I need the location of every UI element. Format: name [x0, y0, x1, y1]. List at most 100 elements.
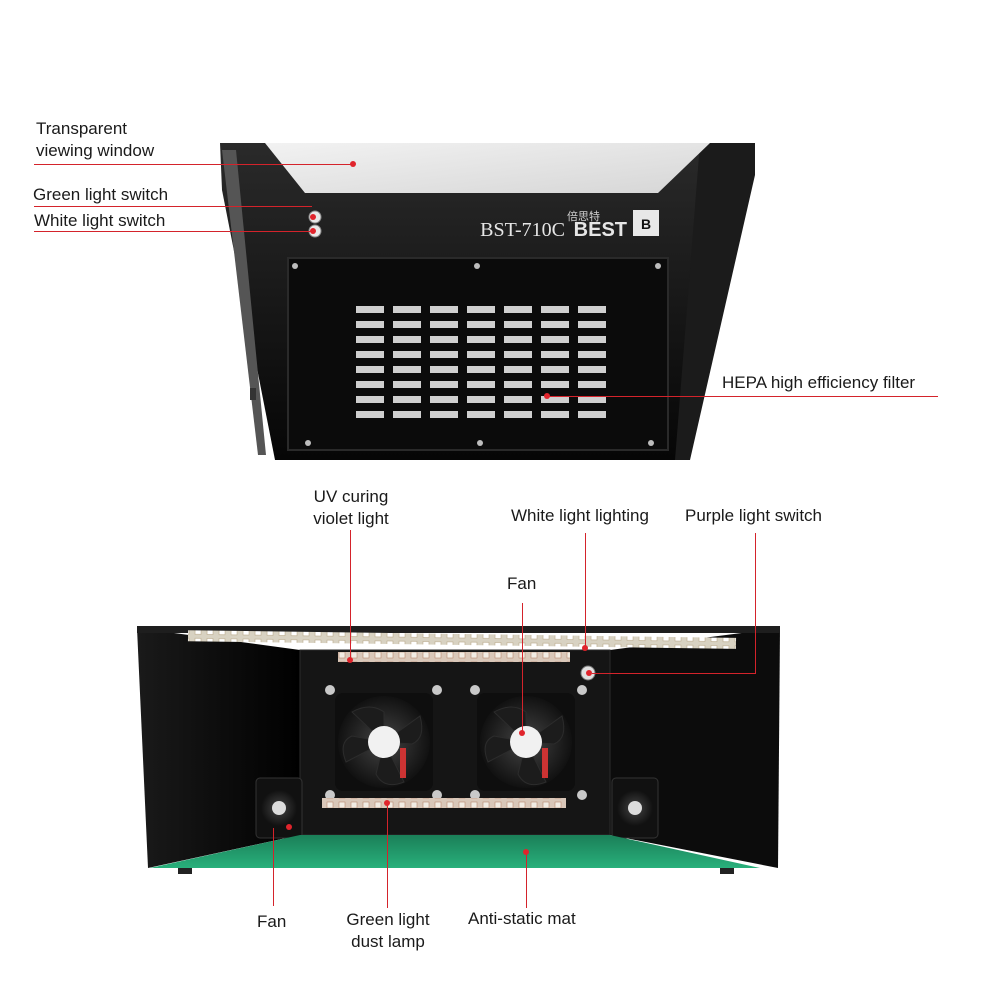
callout-dot-fan-top — [519, 730, 525, 736]
viewing-window — [265, 143, 710, 193]
uv-led-strip — [338, 652, 570, 662]
vent-slot — [541, 411, 569, 418]
vent-slot — [467, 381, 495, 388]
vent-slot — [467, 366, 495, 373]
vent-slot — [504, 366, 532, 373]
callout-line-white-switch — [34, 231, 312, 232]
callout-dot-green-switch — [310, 214, 316, 220]
callout-dot-white-lighting — [582, 645, 588, 651]
vent-slot — [356, 321, 384, 328]
vent-slot — [430, 411, 458, 418]
callout-line-fan-top — [522, 603, 523, 733]
side-fan-left — [255, 777, 303, 839]
vent-slot — [356, 351, 384, 358]
vent-slot — [504, 396, 532, 403]
callout-line-hepa — [548, 396, 938, 397]
vent-slot — [430, 306, 458, 313]
vent-slot — [504, 321, 532, 328]
vent-slot — [578, 336, 606, 343]
label-purple-switch: Purple light switch — [685, 506, 823, 525]
vent-slot — [578, 351, 606, 358]
vent-slot — [578, 381, 606, 388]
vent-slot — [578, 396, 606, 403]
callout-dot-mat — [523, 849, 529, 855]
label-fan-left: Fan — [257, 912, 287, 931]
label-green-lamp-line2: dust lamp — [351, 932, 425, 951]
label-uv-light-line1: UV curing — [313, 487, 389, 506]
vent-slot — [541, 366, 569, 373]
vent-slot — [504, 336, 532, 343]
callout-dot-window — [350, 161, 356, 167]
callout-line-purple-h — [592, 673, 756, 674]
vent-slot — [467, 396, 495, 403]
callout-dot-white-switch — [310, 228, 316, 234]
vent-slot — [393, 396, 421, 403]
green-dust-lamp — [322, 798, 566, 808]
vent-slot — [504, 351, 532, 358]
vent-slot — [467, 306, 495, 313]
label-transparent-window: Transparent viewing window — [36, 118, 154, 162]
back-screws — [325, 685, 587, 800]
label-anti-static-mat: Anti-static mat — [468, 909, 576, 928]
callout-line-window — [34, 164, 352, 165]
main-fan-right — [477, 693, 575, 791]
label-hepa-filter: HEPA high efficiency filter — [722, 373, 916, 392]
label-green-lamp-line1: Green light — [346, 910, 430, 929]
vent-slot — [541, 396, 569, 403]
callout-line-white-lighting — [585, 533, 586, 648]
vent-slot — [393, 336, 421, 343]
brand-text: BEST — [574, 219, 627, 241]
label-white-lighting: White light lighting — [511, 506, 649, 525]
callout-dot-uv — [347, 657, 353, 663]
vent-slot — [430, 381, 458, 388]
callout-line-mat — [526, 852, 527, 908]
vent-slot — [467, 321, 495, 328]
vent-slot — [430, 396, 458, 403]
white-led-strip — [187, 630, 737, 649]
label-white-switch: White light switch — [34, 211, 166, 230]
callout-line-purple-v — [755, 533, 756, 673]
anti-static-mat — [150, 835, 760, 868]
callout-dot-purple — [586, 670, 592, 676]
label-transparent-window-line1: Transparent — [36, 119, 128, 138]
vent-slot — [393, 321, 421, 328]
side-fan-right — [611, 777, 659, 839]
top-unit: B BEST BST-710C 倍思特 — [220, 143, 755, 460]
label-uv-light: UV curing violet light — [296, 486, 406, 530]
vent-slot — [356, 336, 384, 343]
callout-dot-green-lamp — [384, 800, 390, 806]
label-green-switch: Green light switch — [33, 185, 169, 204]
vent-slot — [578, 306, 606, 313]
vent-slot — [430, 336, 458, 343]
bottom-unit — [137, 626, 780, 874]
vent-slot — [541, 381, 569, 388]
brand-logo: B — [633, 210, 659, 236]
vent-slot — [504, 381, 532, 388]
vent-slot — [430, 366, 458, 373]
callout-dot-hepa — [544, 393, 550, 399]
vent-slot — [393, 411, 421, 418]
vent-slot — [467, 351, 495, 358]
vent-slot — [578, 321, 606, 328]
callout-line-uv — [350, 530, 351, 660]
vent-slot — [504, 306, 532, 313]
callout-dot-fan-left — [286, 824, 292, 830]
vent-slot — [393, 306, 421, 313]
model-text: BST-710C — [480, 219, 565, 241]
vent-slot — [393, 351, 421, 358]
brand-cn-text: 倍思特 — [567, 209, 600, 223]
label-green-lamp: Green light dust lamp — [332, 909, 444, 953]
vent-slot — [393, 381, 421, 388]
vent-slot — [541, 336, 569, 343]
vent-slot — [356, 411, 384, 418]
svg-text:B: B — [641, 216, 651, 232]
label-fan-top: Fan — [507, 574, 537, 593]
label-transparent-window-line2: viewing window — [36, 141, 155, 160]
vent-slot — [430, 321, 458, 328]
vent-slot — [356, 366, 384, 373]
vent-slot — [541, 351, 569, 358]
callout-line-fan-left — [273, 828, 274, 906]
vent-slot — [504, 411, 532, 418]
vent-slot — [578, 411, 606, 418]
